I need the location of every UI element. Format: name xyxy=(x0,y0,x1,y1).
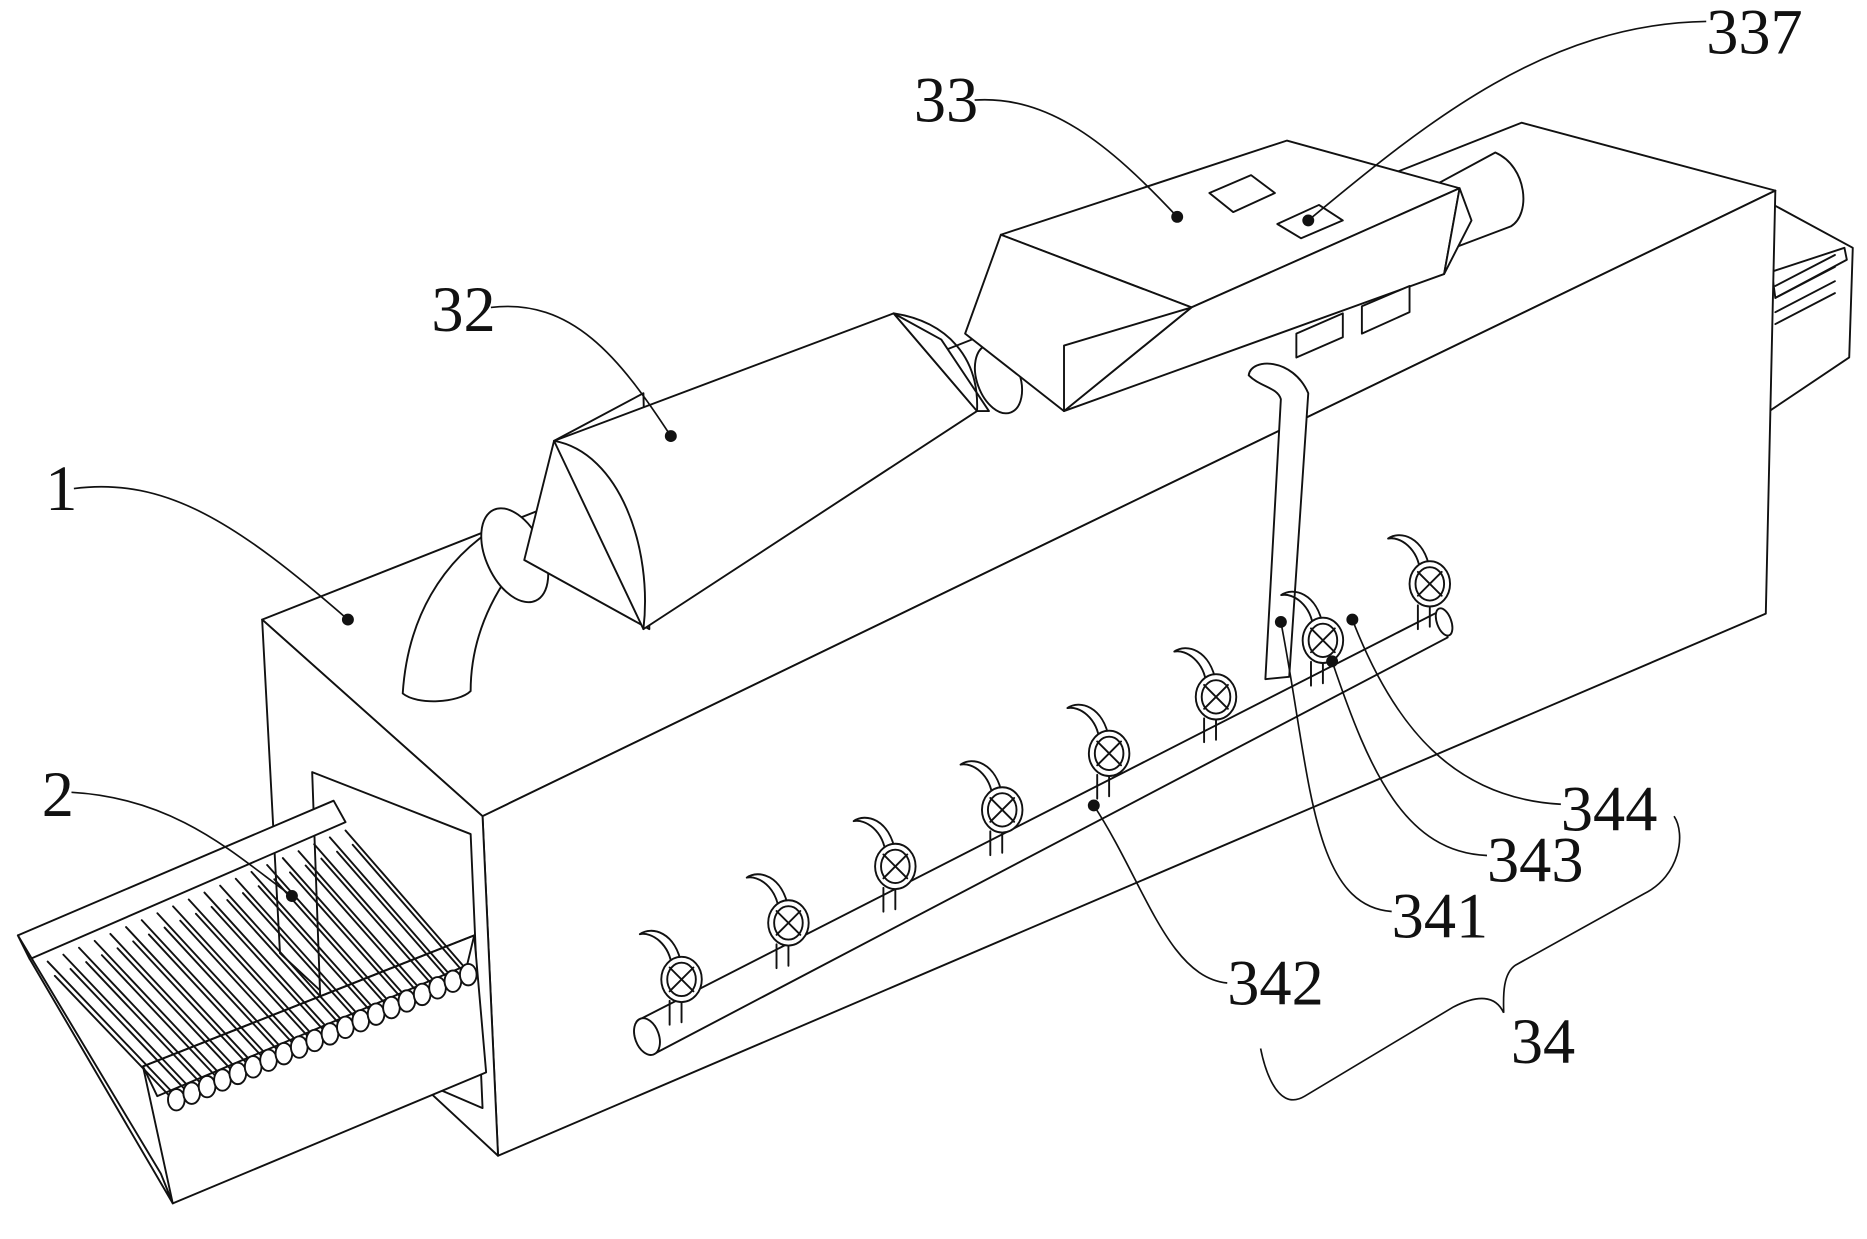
roller-set xyxy=(46,829,478,1112)
treatment-box xyxy=(964,139,1525,681)
leader-lines xyxy=(71,20,1707,1101)
label-2: 2 xyxy=(42,759,74,830)
roller xyxy=(328,836,463,993)
handwheel-icon xyxy=(874,842,917,890)
spray-assembly xyxy=(633,534,1454,1056)
inlet-conveyor xyxy=(16,799,488,1205)
handwheel-icon xyxy=(660,955,703,1004)
label-34: 34 xyxy=(1511,1006,1575,1077)
spray-nozzle-valve xyxy=(745,873,810,970)
handwheel-icon xyxy=(1301,616,1345,664)
roller xyxy=(344,829,478,987)
roller xyxy=(266,864,401,1020)
label-33: 33 xyxy=(914,65,978,136)
roller xyxy=(281,857,417,1013)
roller xyxy=(156,912,294,1066)
roller xyxy=(78,946,217,1099)
spray-nozzle-valve xyxy=(638,929,703,1026)
spray-nozzle-valve xyxy=(1280,590,1345,687)
spray-nozzle-valve xyxy=(1387,534,1452,631)
label-1: 1 xyxy=(45,453,77,524)
roller xyxy=(140,919,278,1072)
roller xyxy=(93,939,232,1092)
window-left xyxy=(1295,312,1344,359)
spray-nozzle-valve xyxy=(1066,703,1131,800)
roller xyxy=(172,905,309,1059)
window-right xyxy=(1360,285,1411,335)
label-337: 337 xyxy=(1706,0,1803,68)
spray-nozzle-valve xyxy=(959,760,1024,857)
handwheel-icon xyxy=(981,786,1024,834)
handwheel-icon xyxy=(1087,729,1131,777)
label-343: 343 xyxy=(1487,825,1584,896)
roller xyxy=(297,850,432,1007)
roller xyxy=(125,926,263,1079)
label-342: 342 xyxy=(1227,947,1324,1018)
handwheel-icon xyxy=(1194,673,1238,721)
roller xyxy=(203,891,340,1046)
roller xyxy=(187,898,324,1053)
outlet-conveyor xyxy=(1768,201,1854,413)
filter-tank xyxy=(401,312,1024,703)
label-32: 32 xyxy=(431,274,495,345)
label-341: 341 xyxy=(1392,881,1489,952)
roller xyxy=(234,877,371,1033)
handwheel-icon xyxy=(1408,560,1452,608)
label-344: 344 xyxy=(1561,773,1658,844)
spray-nozzle-valve xyxy=(852,816,917,913)
handwheel-icon xyxy=(767,899,810,947)
spray-nozzle-valve xyxy=(1173,647,1238,744)
top-panel-left xyxy=(1208,174,1276,214)
part-labels: 1 2 32 33 337 341 342 343 344 34 xyxy=(42,0,1803,1077)
roller xyxy=(62,953,201,1105)
roller xyxy=(313,843,447,1000)
